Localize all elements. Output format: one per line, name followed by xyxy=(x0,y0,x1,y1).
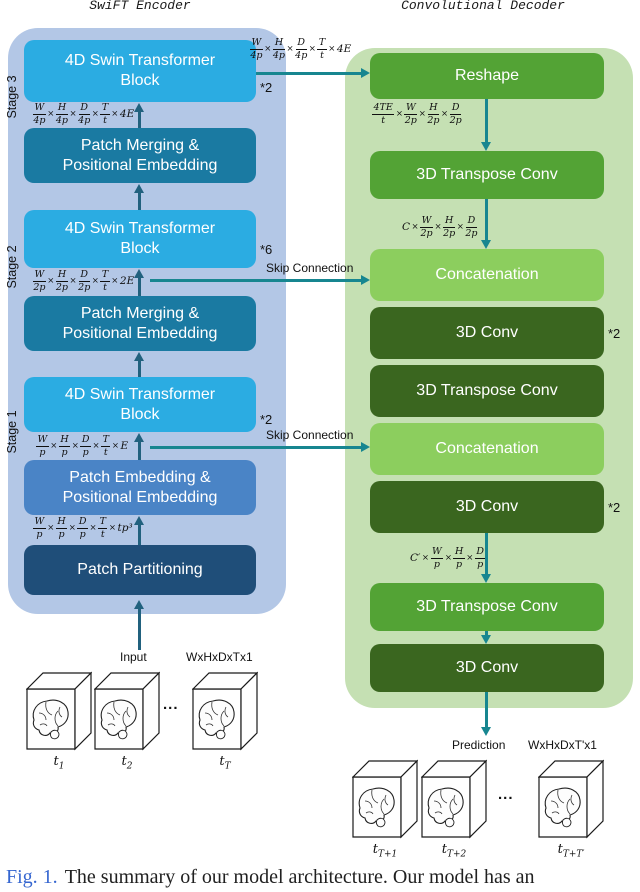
timepoint-label-tT2: tT+2 xyxy=(421,842,487,860)
decoder-flow-arrow xyxy=(481,99,491,151)
caption-fig-number: Fig. 1. xyxy=(6,866,58,888)
timepoint-base: t xyxy=(372,842,378,857)
ellipsis-input: ... xyxy=(163,696,179,713)
timepoint-sub: T+1 xyxy=(377,849,398,860)
decoder-title: Convolutional Decoder xyxy=(401,0,565,13)
multiplier-swin-stage2: *6 xyxy=(260,242,273,257)
encoder-box-swin-stage3: 4D Swin Transformer Block xyxy=(24,40,256,102)
skip-connection-arrow-1 xyxy=(150,275,370,285)
skip-connection-label-2: Skip Connection xyxy=(266,428,354,442)
skip-connection-label-1: Skip Connection xyxy=(266,261,354,275)
decoder-box-transpose-conv-3: 3D Transpose Conv xyxy=(370,583,604,631)
brain-volume-pred-2 xyxy=(421,760,487,838)
decoder-box-conv-2: 3D Conv xyxy=(370,481,604,533)
decoder-flow-arrow xyxy=(481,199,491,249)
decoder-flow-arrow xyxy=(481,533,491,583)
decoder-flow-arrow xyxy=(481,631,491,644)
timepoint-sub: 2 xyxy=(126,761,133,772)
encoder-box-patch-merging-3: Patch Merging & Positional Embedding xyxy=(24,128,256,183)
decoder-box-concatenation-1: Concatenation xyxy=(370,249,604,301)
input-dims-label: WxHxDxTx1 xyxy=(186,650,253,664)
skip-connection-arrow-2 xyxy=(150,442,370,452)
prediction-label: Prediction xyxy=(452,738,506,752)
figure-caption: Fig. 1. The summary of our model architec… xyxy=(6,866,638,889)
brain-volume-input-2 xyxy=(94,672,160,750)
prediction-arrow xyxy=(481,692,491,736)
timepoint-sub: T+2 xyxy=(446,849,467,860)
timepoint-sub: T xyxy=(224,761,231,772)
multiplier-conv-1: *2 xyxy=(608,326,621,341)
encoder-flow-arrow xyxy=(134,352,144,377)
timepoint-label-tTT: tT+T′ xyxy=(538,842,604,860)
encoder-flow-arrow xyxy=(134,103,144,128)
decoder-box-conv-3: 3D Conv xyxy=(370,644,604,692)
input-label: Input xyxy=(120,650,147,664)
encoder-flow-arrow xyxy=(134,269,144,296)
brain-volume-input-1 xyxy=(26,672,92,750)
encoder-flow-arrow xyxy=(134,433,144,460)
timepoint-label-t1: t1 xyxy=(26,754,92,772)
timepoint-label-tT1: tT+1 xyxy=(352,842,418,860)
brain-volume-pred-1 xyxy=(352,760,418,838)
encoder-to-decoder-arrow xyxy=(256,68,370,78)
decoder-box-reshape: Reshape xyxy=(370,53,604,99)
encoder-box-patch-merging-2: Patch Merging & Positional Embedding xyxy=(24,296,256,351)
ellipsis-prediction: ... xyxy=(498,786,514,803)
caption-text: The summary of our model architecture. O… xyxy=(64,866,535,888)
timepoint-label-t2: t2 xyxy=(94,754,160,772)
encoder-box-swin-stage1: 4D Swin Transformer Block xyxy=(24,377,256,432)
timepoint-base: t xyxy=(557,842,563,857)
timepoint-base: t xyxy=(121,754,127,769)
stage-3-label: Stage 3 xyxy=(5,75,19,119)
timepoint-sub: T+T′ xyxy=(562,849,585,860)
encoder-box-patch-embedding: Patch Embedding & Positional Embedding xyxy=(24,460,256,515)
encoder-flow-arrow xyxy=(134,516,144,545)
encoder-flow-arrow xyxy=(134,184,144,210)
encoder-title: SwiFT Encoder xyxy=(89,0,191,13)
stage-1-label: Stage 1 xyxy=(5,410,19,454)
stage-2-label: Stage 2 xyxy=(5,245,19,289)
encoder-box-patch-partitioning: Patch Partitioning xyxy=(24,545,256,595)
decoder-box-concatenation-2: Concatenation xyxy=(370,423,604,475)
decoder-box-transpose-conv-2: 3D Transpose Conv xyxy=(370,365,604,417)
multiplier-swin-stage3: *2 xyxy=(260,80,273,95)
timepoint-sub: 1 xyxy=(58,761,65,772)
brain-volume-input-T xyxy=(192,672,258,750)
input-arrow xyxy=(134,600,144,650)
multiplier-conv-2: *2 xyxy=(608,500,621,515)
timepoint-base: t xyxy=(441,842,447,857)
timepoint-label-tT: tT xyxy=(192,754,258,772)
timepoint-base: t xyxy=(219,754,225,769)
multiplier-swin-stage1: *2 xyxy=(260,412,273,427)
prediction-dims-label: WxHxDxT'x1 xyxy=(528,738,597,752)
decoder-box-transpose-conv-1: 3D Transpose Conv xyxy=(370,151,604,199)
encoder-box-swin-stage2: 4D Swin Transformer Block xyxy=(24,210,256,268)
decoder-box-conv-1: 3D Conv xyxy=(370,307,604,359)
brain-volume-pred-T xyxy=(538,760,604,838)
timepoint-base: t xyxy=(53,754,59,769)
